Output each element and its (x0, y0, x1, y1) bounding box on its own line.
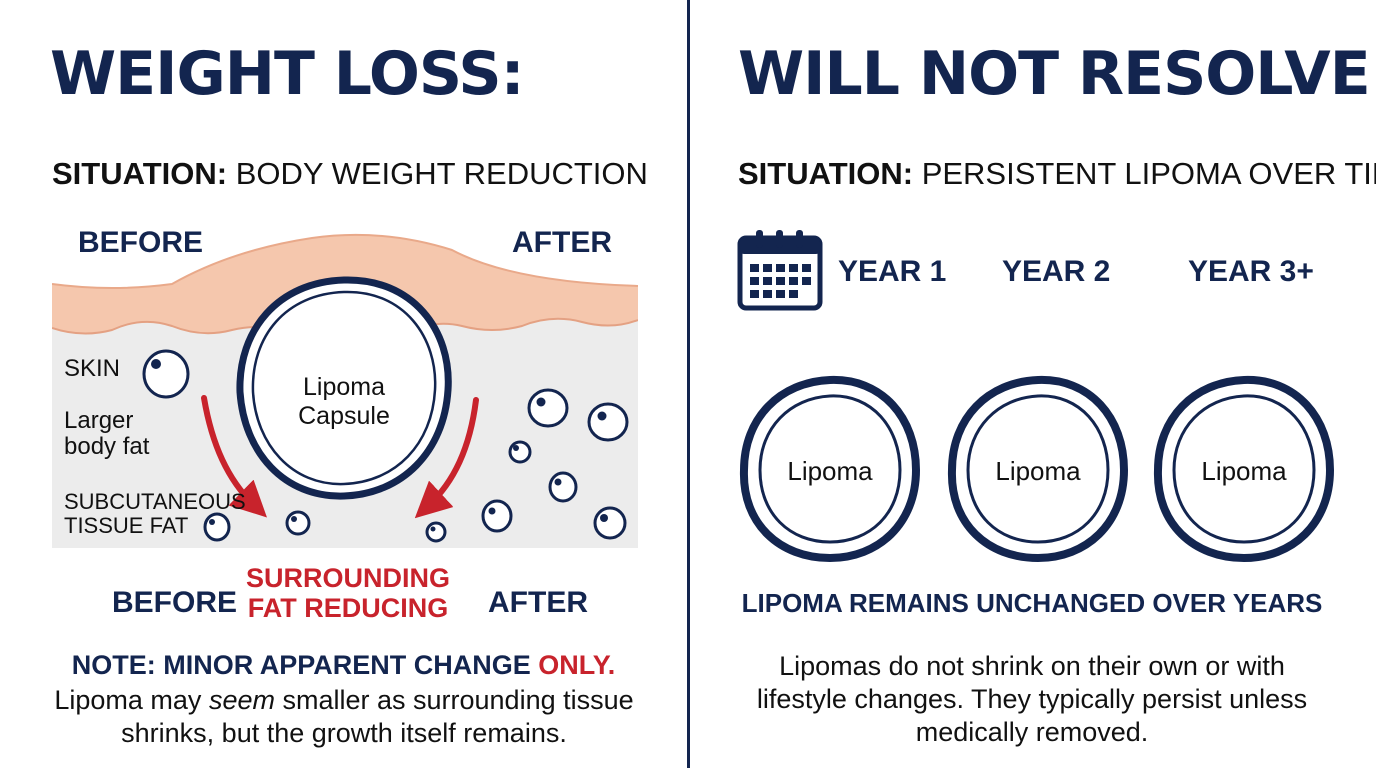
curved-arrow-icon (414, 397, 479, 519)
right-body-text: Lipomas do not shrink on their own or wi… (756, 651, 1308, 747)
surrounding-line1: SURROUNDING (245, 563, 450, 593)
lipoma-label-1: Lipoma (787, 456, 873, 486)
subcutaneous-line1: SUBCUTANEOUS (64, 489, 246, 514)
right-situation: SITUATION: PERSISTENT LIPOMA OVER TIME (738, 158, 1376, 189)
surrounding-fat-reducing-label: SURROUNDING FAT REDUCING (240, 563, 456, 623)
fat-cell (481, 499, 513, 533)
lipoma-capsule (236, 276, 452, 500)
subcutaneous-line2: TISSUE FAT (64, 512, 189, 538)
lipoma-year-2: Lipoma (947, 375, 1129, 563)
left-note-body: Lipoma may seem smaller as surrounding t… (40, 684, 648, 750)
surrounding-line2: FAT REDUCING (247, 592, 449, 623)
bottom-after-label: AFTER (488, 586, 588, 619)
left-situation-label: SITUATION: (52, 156, 228, 191)
top-after-label: AFTER (512, 226, 612, 259)
capsule-label-line1: Lipoma (303, 373, 385, 401)
note-prefix: NOTE: MINOR APPARENT CHANGE (71, 650, 539, 680)
tissue-cross-section: Lipoma Capsule (52, 233, 638, 548)
fat-cell (508, 440, 532, 464)
larger-body-fat-line1: Larger (64, 407, 134, 434)
bottom-before-label: BEFORE (112, 586, 238, 619)
left-situation: SITUATION: BODY WEIGHT REDUCTION (52, 158, 648, 189)
right-situation-label: SITUATION: (738, 156, 914, 191)
lipoma-label-3: Lipoma (1201, 456, 1287, 486)
year-label-3: YEAR 3+ (1188, 255, 1314, 288)
fat-cell (587, 402, 629, 442)
fat-cell (285, 510, 311, 536)
subcutaneous-label: SUBCUTANEOUS TISSUE FAT (64, 490, 246, 538)
skin-label: SKIN (64, 355, 121, 382)
left-title: WEIGHT LOSS: (50, 39, 525, 109)
fat-cell (142, 349, 190, 399)
fat-cell (425, 521, 447, 543)
capsule-label-line2: Capsule (298, 402, 390, 430)
calendar-icon (737, 230, 823, 311)
note-body-italic: seem (208, 685, 275, 715)
fat-cell (527, 388, 569, 428)
fat-cell (548, 471, 578, 503)
right-title: WILL NOT RESOLVE: (738, 39, 1376, 109)
lipoma-label-2: Lipoma (995, 456, 1081, 486)
lipoma-year-3: Lipoma (1153, 375, 1335, 563)
year-label-1: YEAR 1 (838, 255, 947, 288)
left-note-heading: NOTE: MINOR APPARENT CHANGE ONLY. (0, 652, 687, 679)
top-before-label: BEFORE (78, 226, 204, 259)
note-body-part2: smaller as surrounding tissue shrinks, b… (121, 685, 634, 748)
note-body-part1: Lipoma may (54, 685, 209, 715)
left-situation-text: BODY WEIGHT REDUCTION (227, 156, 648, 191)
lipoma-sequence: Lipoma Lipoma Lipoma (739, 375, 1335, 563)
right-situation-text: PERSISTENT LIPOMA OVER TIME (913, 156, 1376, 191)
year-label-2: YEAR 2 (1002, 255, 1111, 288)
larger-body-fat-line2: body fat (64, 432, 150, 460)
larger-body-fat-label: Larger body fat (64, 408, 149, 460)
lipoma-unchanged-caption: LIPOMA REMAINS UNCHANGED OVER YEARS (741, 588, 1323, 618)
note-emphasis: ONLY. (538, 650, 616, 680)
lipoma-year-1: Lipoma (739, 375, 921, 563)
panel-divider (687, 0, 690, 768)
curved-arrow-icon (201, 395, 267, 518)
fat-cell (593, 506, 627, 540)
